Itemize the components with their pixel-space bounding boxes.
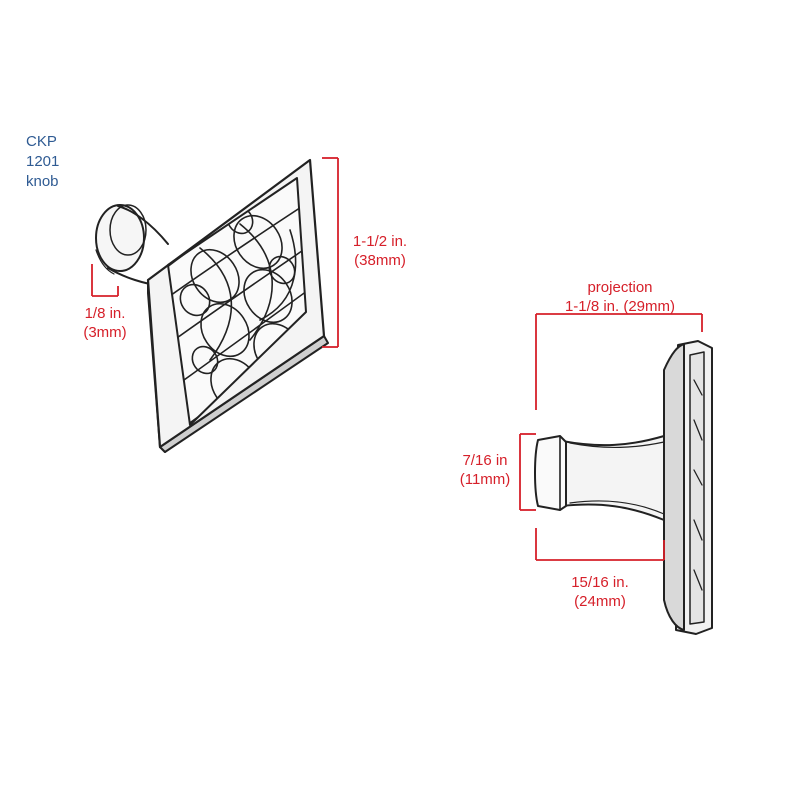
model-line-2: 1201	[26, 153, 60, 170]
projection-label: projection 1-1/8 in. (29mm)	[540, 278, 700, 316]
model-line-1: CKP	[26, 133, 57, 150]
knob-side-view	[534, 340, 713, 635]
dimension-end-diameter-line	[519, 433, 536, 511]
knob-plate-side	[663, 340, 713, 635]
base-thickness-imperial: 1/8 in.	[84, 305, 126, 322]
stem-length-label: 15/16 in. (24mm)	[555, 573, 645, 611]
knob-stem-side	[561, 435, 665, 521]
knob-end-cap-side	[534, 435, 567, 511]
face-height-imperial: 1-1/2 in.	[352, 233, 408, 250]
end-diameter-metric: (11mm)	[459, 471, 511, 488]
dimension-face-height-line	[322, 157, 339, 348]
model-name: CKP 1201 knob	[26, 132, 59, 192]
model-line-3: knob	[26, 173, 59, 190]
face-height-label: 1-1/2 in. (38mm)	[340, 232, 420, 270]
dimension-base-thickness-line	[91, 264, 119, 297]
end-diameter-label: 7/16 in (11mm)	[450, 451, 520, 489]
knob-plate-face	[146, 158, 326, 449]
projection-title: projection	[587, 279, 653, 296]
stem-length-imperial: 15/16 in.	[571, 574, 629, 591]
dimension-projection-line	[535, 313, 703, 410]
end-diameter-imperial: 7/16 in	[462, 452, 508, 469]
base-thickness-metric: (3mm)	[83, 324, 127, 341]
face-height-metric: (38mm)	[354, 252, 406, 269]
stem-length-metric: (24mm)	[574, 593, 626, 610]
dimension-stem-length-line	[535, 528, 665, 561]
base-thickness-label: 1/8 in. (3mm)	[70, 304, 140, 342]
projection-value: 1-1/8 in. (29mm)	[564, 298, 676, 315]
knob-front-view	[95, 158, 329, 453]
